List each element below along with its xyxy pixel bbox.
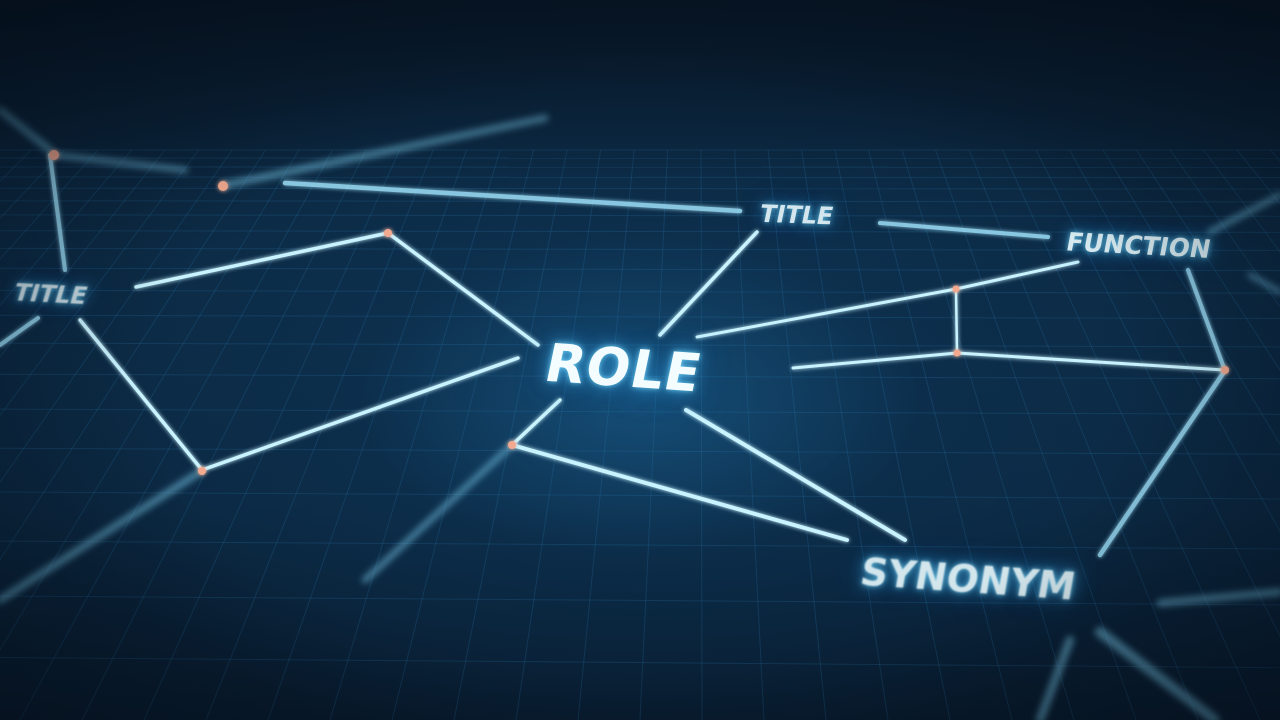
link xyxy=(954,260,1080,291)
link-blur xyxy=(1207,192,1280,235)
link xyxy=(200,356,520,472)
link-blur xyxy=(362,442,515,583)
link-blur xyxy=(221,114,549,189)
link-blur xyxy=(1247,272,1280,295)
word-function: FUNCTION xyxy=(1063,227,1214,264)
link xyxy=(386,231,540,347)
link-blur xyxy=(52,152,188,173)
link xyxy=(1097,369,1227,558)
link xyxy=(1186,268,1226,370)
link xyxy=(0,316,40,347)
link xyxy=(134,231,390,289)
node xyxy=(198,467,206,475)
node xyxy=(49,150,59,160)
node xyxy=(953,349,961,357)
link xyxy=(78,318,204,472)
node xyxy=(508,441,516,449)
link-blur xyxy=(1156,588,1280,607)
link xyxy=(282,180,743,214)
node xyxy=(1221,366,1229,374)
node xyxy=(218,181,228,191)
link xyxy=(48,153,67,272)
link-blur xyxy=(0,106,54,154)
link xyxy=(878,221,1050,239)
link xyxy=(955,351,1226,372)
node xyxy=(384,229,392,237)
link-blur xyxy=(0,468,204,604)
link xyxy=(791,351,959,370)
link-blur xyxy=(1036,636,1074,720)
word-title-left: TITLE xyxy=(10,278,92,310)
word-title-top: TITLE xyxy=(757,199,837,231)
link xyxy=(510,443,849,542)
link xyxy=(695,287,958,339)
word-role: ROLE xyxy=(539,333,708,405)
link xyxy=(658,230,759,337)
link-blur xyxy=(1095,627,1220,720)
link xyxy=(510,398,562,447)
link xyxy=(684,408,907,542)
node xyxy=(952,285,960,293)
link xyxy=(954,287,959,355)
